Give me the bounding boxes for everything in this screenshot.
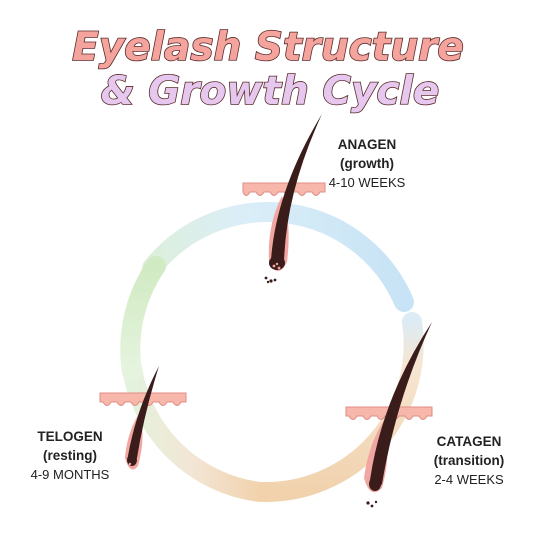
phase-name: TELOGEN (37, 429, 102, 444)
lash-icon (271, 114, 322, 267)
title-line-1: Eyelash Structure (72, 25, 464, 70)
title: Eyelash Structure & Growth Cycle (71, 24, 464, 115)
telogen-lash-illustration (99, 366, 187, 470)
cycle-arc-telogen (122, 358, 270, 502)
lash-icon (128, 366, 159, 462)
phase-duration: 4-10 WEEKS (329, 175, 406, 190)
phase-name: CATAGEN (437, 434, 502, 449)
title-line-2: & Growth Cycle (101, 69, 440, 114)
cycle-arc-telogen-upper (120, 256, 166, 382)
phase-label-telogen: TELOGEN (resting) 4-9 MONTHS (31, 429, 110, 482)
phase-duration: 4-9 MONTHS (31, 467, 110, 482)
phase-label-anagen: ANAGEN (growth) 4-10 WEEKS (329, 137, 406, 190)
phase-subtitle: (growth) (340, 156, 394, 171)
phase-subtitle: (transition) (434, 453, 505, 468)
phase-name: ANAGEN (338, 137, 397, 152)
lash-icon (370, 322, 432, 488)
anagen-lash-illustration (242, 114, 326, 284)
phase-subtitle: (resting) (43, 448, 97, 463)
catagen-lash-illustration (345, 322, 433, 508)
skin-surface-icon (242, 182, 326, 196)
lash-bulb-icon (369, 477, 381, 491)
lash-bulb-icon (127, 454, 137, 466)
phase-duration: 2-4 WEEKS (434, 472, 504, 487)
phase-label-catagen: CATAGEN (transition) 2-4 WEEKS (434, 434, 505, 487)
